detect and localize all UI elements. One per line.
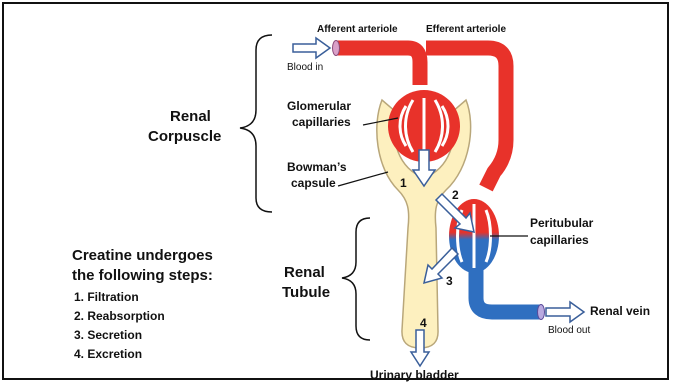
steps-title-line2: the following steps:	[72, 266, 213, 285]
renal-corpuscle-label-line1: Renal	[170, 108, 211, 125]
step-item: 2. Reabsorption	[74, 309, 165, 328]
renal-vein-label: Renal vein	[590, 304, 650, 318]
blood-in-label: Blood in	[287, 62, 323, 73]
efferent-arteriole-label: Efferent arteriole	[426, 24, 506, 35]
peritubular-label-line1: Peritubular	[530, 216, 593, 230]
renal-tubule-label-line1: Renal	[284, 264, 325, 281]
peritubular-label-line2: capillaries	[530, 233, 589, 247]
step-number-4: 4	[420, 316, 427, 330]
afferent-arteriole-label: Afferent arteriole	[317, 24, 398, 35]
renal-tubule-bracket	[342, 218, 370, 340]
renal-tubule-label-line2: Tubule	[282, 284, 330, 301]
steps-title-line1: Creatine undergoes	[72, 246, 213, 265]
glomerular-label-line2: capillaries	[292, 115, 351, 129]
blood-out-arrow	[546, 302, 584, 322]
renal-corpuscle-label-line2: Corpuscle	[148, 128, 221, 145]
step-number-2: 2	[452, 188, 459, 202]
afferent-vessel	[336, 48, 420, 85]
step-item: 4. Excretion	[74, 347, 165, 366]
bowmans-label-line2: capsule	[291, 176, 336, 190]
step-number-3: 3	[446, 274, 453, 288]
venous-vessel	[476, 270, 540, 312]
bowmans-label-line1: Bowman’s	[287, 160, 347, 174]
step-item: 3. Secretion	[74, 328, 165, 347]
renal-corpuscle-bracket	[240, 35, 272, 212]
bowmans-pointer	[338, 172, 388, 186]
steps-list: 1. Filtration 2. Reabsorption 3. Secreti…	[74, 290, 165, 366]
blood-in-arrow	[293, 38, 330, 58]
urinary-bladder-label: Urinary bladder	[370, 368, 459, 382]
step-number-1: 1	[400, 176, 407, 190]
blood-out-label: Blood out	[548, 325, 590, 336]
glomerular-label-line1: Glomerular	[287, 99, 351, 113]
step-item: 1. Filtration	[74, 290, 165, 309]
